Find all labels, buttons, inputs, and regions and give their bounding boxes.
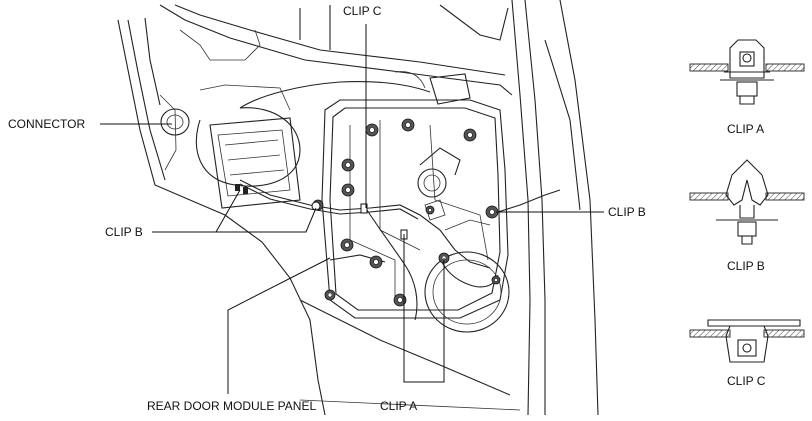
bolt-5 — [341, 183, 355, 197]
legend-clip-c-label: CLIP C — [727, 374, 766, 388]
bolt-7 — [340, 238, 354, 252]
label-connector: CONNECTOR — [8, 117, 85, 131]
clip-c-marker — [360, 203, 368, 214]
bolt-13 — [425, 205, 435, 215]
bolt-12 — [324, 289, 336, 301]
bolt-14 — [491, 275, 501, 285]
bolt-6 — [485, 205, 499, 219]
bolt-8 — [369, 255, 383, 269]
bolt-3 — [463, 128, 477, 142]
label-clip-b-right: CLIP B — [608, 205, 646, 219]
legend-clip-a-label: CLIP A — [727, 122, 764, 136]
leader-lines — [100, 24, 604, 394]
bolt-2 — [401, 118, 415, 132]
label-rear-door-module-panel: REAR DOOR MODULE PANEL — [147, 399, 316, 413]
label-clip-c-top: CLIP C — [343, 4, 382, 18]
door-illustration — [117, 0, 599, 416]
clip-b-marker-mid — [311, 201, 321, 211]
bolt-4 — [341, 158, 355, 172]
bolt-1 — [365, 123, 379, 137]
legend-clip-a: CLIP A — [689, 39, 805, 136]
label-clip-b-left: CLIP B — [105, 225, 143, 239]
bolt-9 — [393, 293, 407, 307]
clip-b-marker-left — [235, 184, 248, 194]
legend-clip-b-label: CLIP B — [727, 259, 765, 273]
label-clip-a-bottom: CLIP A — [380, 399, 417, 413]
legend-clip-c: CLIP C — [689, 319, 805, 388]
legend-clip-b: CLIP B — [689, 159, 805, 273]
